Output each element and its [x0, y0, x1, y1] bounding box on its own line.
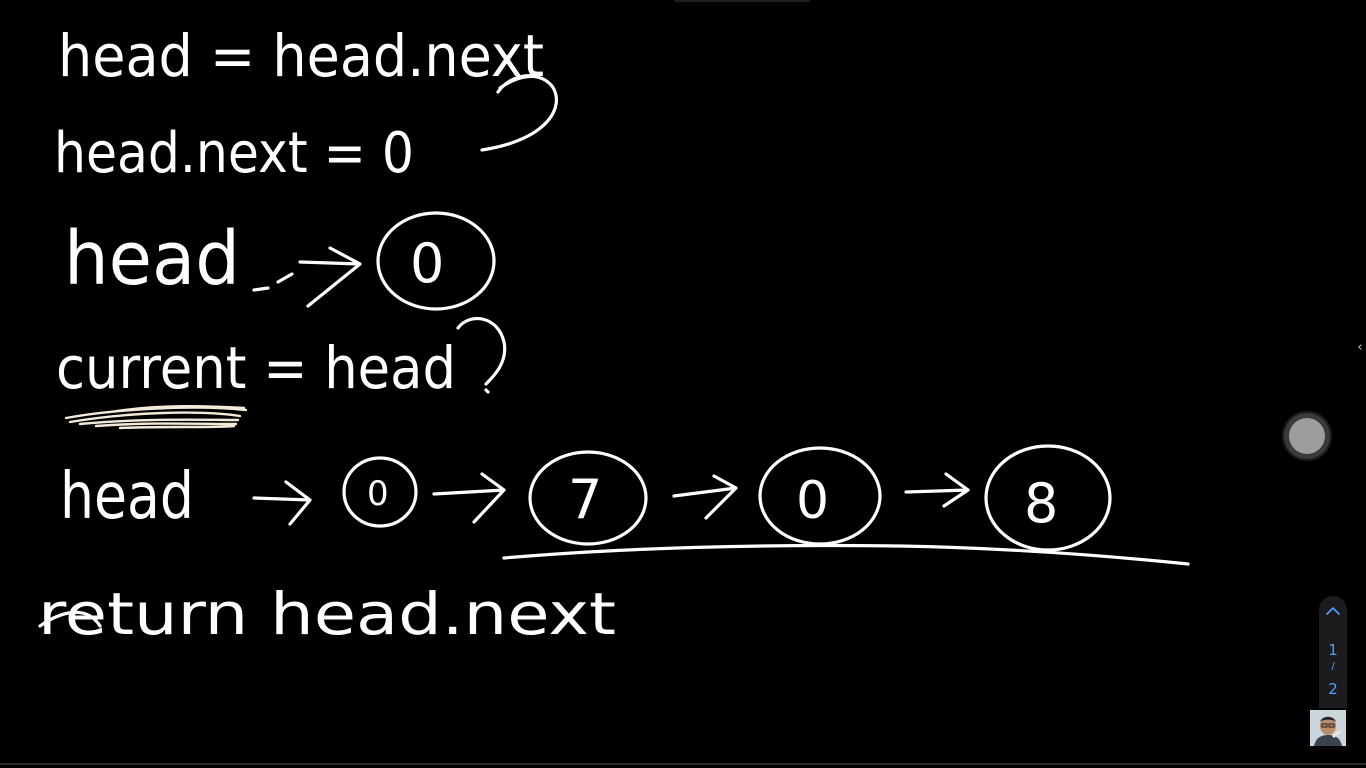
- bottom-divider: [0, 763, 1366, 765]
- chevron-left-icon: ‹: [1357, 340, 1363, 355]
- ink-line-3-node: 0: [410, 232, 444, 295]
- ink-line-2: head.next = 0: [54, 121, 414, 186]
- top-drag-handle[interactable]: [674, 0, 810, 2]
- ink-line-1: head = head.next: [58, 22, 544, 90]
- user-avatar[interactable]: [1310, 710, 1346, 746]
- circle-button-icon: [1289, 418, 1325, 454]
- ink-line-5-label: head: [60, 460, 194, 534]
- list-node-4: 8: [1024, 472, 1058, 535]
- list-node-1: 0: [367, 474, 389, 514]
- floating-action-button[interactable]: [1282, 411, 1332, 461]
- page-navigator: 1 / 2: [1319, 596, 1347, 708]
- list-node-2: 7: [568, 468, 602, 531]
- collapse-panel-button[interactable]: ‹: [1354, 338, 1366, 358]
- chevron-up-icon: [1326, 607, 1340, 615]
- user-avatar-icon: [1310, 710, 1346, 746]
- list-node-circle-1: [342, 456, 418, 528]
- page-up-button[interactable]: [1319, 600, 1347, 622]
- arrow-3: [672, 474, 738, 520]
- list-node-circle-4: [984, 444, 1112, 552]
- ink-line-3-label: head: [64, 216, 240, 302]
- current-underline-scribble: [64, 405, 248, 430]
- arrow-1: [252, 480, 312, 526]
- line3-arrow: [252, 246, 362, 308]
- page-total: 2: [1328, 680, 1338, 698]
- list-node-3: 0: [796, 471, 829, 531]
- list-node-circle-2: [528, 450, 648, 546]
- line3-node-circle: [376, 211, 496, 311]
- page-current: 1: [1328, 641, 1338, 659]
- arrow-2: [432, 472, 506, 524]
- ink-line-4: current = head: [56, 334, 456, 402]
- list-underline: [502, 543, 1190, 566]
- arrow-4: [904, 472, 970, 508]
- ink-line-6: return head.next: [38, 580, 616, 648]
- return-strike: [38, 610, 102, 628]
- brace-hook: [496, 74, 536, 94]
- question-mark-stroke: [456, 317, 507, 394]
- page-separator: /: [1331, 661, 1335, 672]
